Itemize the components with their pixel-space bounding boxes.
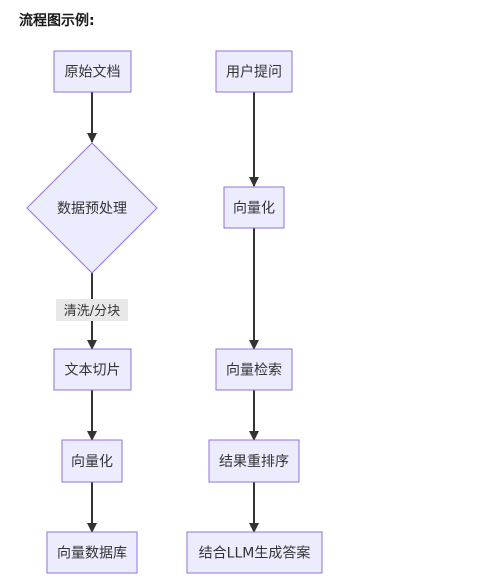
node-result-rerank: 结果重排序: [208, 439, 300, 483]
node-user-question: 用户提问: [215, 50, 293, 93]
edge-label-clean-split: 清洗/分块: [56, 299, 128, 321]
node-label: 文本切片: [65, 363, 121, 379]
node-label: 向量数据库: [57, 546, 127, 562]
page-title: 流程图示例:: [19, 13, 95, 29]
node-vector-search: 向量检索: [215, 348, 293, 391]
node-label: 结果重排序: [219, 454, 289, 470]
node-label: 原始文档: [65, 65, 121, 81]
node-label: 数据预处理: [57, 201, 127, 217]
node-text-chunking: 文本切片: [53, 348, 132, 391]
node-label: 向量化: [233, 201, 275, 217]
node-llm-answer: 结合LLM生成答案: [186, 531, 323, 574]
node-label: 用户提问: [226, 64, 282, 81]
edge-label-text: 清洗/分块: [64, 304, 120, 319]
node-vectorize-right: 向量化: [223, 186, 285, 229]
node-original-document: 原始文档: [53, 50, 132, 93]
node-data-preprocessing: 数据预处理: [26, 142, 158, 274]
node-label: 向量化: [71, 454, 113, 470]
node-label: 向量检索: [226, 362, 282, 379]
node-label: 结合LLM生成答案: [199, 545, 311, 562]
node-vectorize-left: 向量化: [61, 439, 123, 483]
node-vector-database: 向量数据库: [46, 531, 138, 574]
